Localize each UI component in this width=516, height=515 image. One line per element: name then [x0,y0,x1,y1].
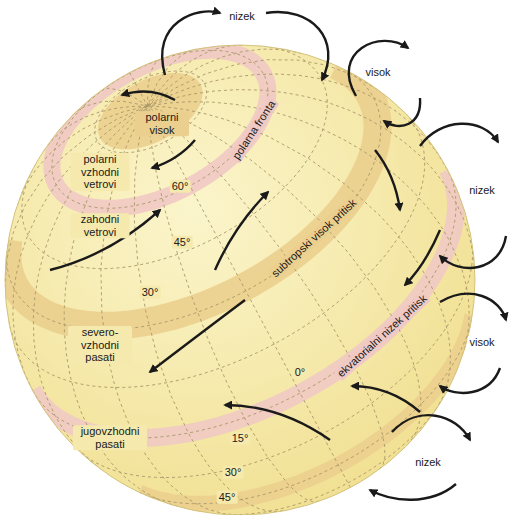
wind-arrows [50,91,440,440]
globe-outline [5,45,475,515]
pressure-label: visok [363,66,392,79]
wind-label: jugovzhodni pasati [73,425,147,450]
pressure-label: visok [467,336,496,349]
pressure-band [0,58,422,382]
degree-label: 15° [230,432,251,445]
degree-label: 45° [172,236,193,249]
cell-arrow [384,98,420,126]
pressure-label: nizek [227,10,257,23]
degree-label: 60° [170,180,191,193]
wind-label: polarni vzhodni vetrovi [71,153,130,191]
degree-label: 30° [140,286,161,299]
degree-label: 30° [223,466,244,479]
degree-label: 45° [217,491,238,504]
cell-arrow [266,12,328,80]
cell-arrow [440,294,506,320]
pressure-label: nizek [413,456,443,469]
wind-arrow [375,150,400,210]
wind-arrow [150,300,245,372]
degree-label: 0° [293,366,308,379]
wind-label: severo-vzhodni pasati [68,326,132,364]
pressure-band [33,170,508,504]
cell-arrow [420,124,498,146]
wind-arrow [50,210,160,270]
pressure-label: nizek [467,184,497,197]
band-label: subtropski visok pritisk [268,195,361,281]
wind-arrow [122,91,175,100]
circulation-cells [162,11,506,499]
cell-arrow [349,41,408,96]
cell-arrow [440,368,500,393]
cell-arrow [370,484,456,500]
cell-arrow [440,236,506,268]
cell-arrow [392,415,470,440]
cell-arrow [162,11,220,75]
wind-label: zahodni vetrovi [71,213,130,238]
wind-arrow [405,230,440,285]
band-label: polarna fronta [229,97,279,164]
region-label: polarni visok [135,111,189,136]
wind-arrow [352,386,420,412]
wind-arrow [215,192,268,270]
wind-arrow [152,140,195,168]
band-label: ekvatorialni nizek pritisk [333,291,430,381]
